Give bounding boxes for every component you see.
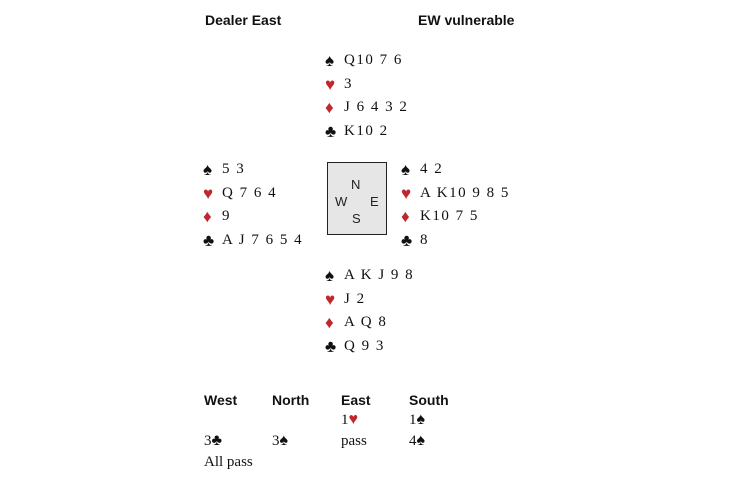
south-hearts-cards: J 2	[344, 290, 366, 307]
north-spades-cards: Q10 7 6	[344, 52, 403, 69]
auction-bid-east-1: 1♥	[341, 412, 358, 429]
north-clubs: ♣ K10 2	[325, 120, 408, 144]
west-hand: ♠ 5 3 ♥ Q 7 6 4 ♦ 9 ♣ A J 7 6 5 4	[203, 158, 303, 252]
north-spades: ♠ Q10 7 6	[325, 49, 408, 73]
heart-icon: ♥	[325, 74, 336, 94]
vulnerability-label: EW vulnerable	[418, 12, 515, 28]
compass-north: N	[351, 177, 361, 192]
west-spades-cards: 5 3	[222, 161, 246, 178]
east-diamonds-cards: K10 7 5	[420, 208, 479, 225]
club-icon: ♣	[203, 230, 215, 250]
south-spades: ♠ A K J 9 8	[325, 264, 414, 288]
east-hearts-cards: A K10 9 8 5	[420, 184, 510, 201]
west-hearts: ♥ Q 7 6 4	[203, 182, 303, 206]
south-clubs: ♣ Q 9 3	[325, 335, 414, 359]
heart-icon: ♥	[348, 411, 359, 428]
west-clubs: ♣ A J 7 6 5 4	[203, 229, 303, 253]
heart-icon: ♥	[401, 183, 412, 203]
auction-header-north: North	[272, 392, 310, 408]
east-diamonds: ♦ K10 7 5	[401, 205, 510, 229]
table-compass: N W E S	[327, 162, 387, 235]
north-diamonds: ♦ J 6 4 3 2	[325, 96, 408, 120]
auction-bid-south-1: 1♠	[409, 412, 425, 429]
bid-level: 3	[272, 433, 280, 449]
north-clubs-cards: K10 2	[344, 122, 389, 139]
west-diamonds: ♦ 9	[203, 205, 303, 229]
bid-level: 3	[204, 433, 212, 449]
diamond-icon: ♦	[401, 207, 410, 227]
compass-south: S	[352, 211, 361, 226]
club-icon: ♣	[325, 121, 337, 141]
east-hand: ♠ 4 2 ♥ A K10 9 8 5 ♦ K10 7 5 ♣ 8	[401, 158, 510, 252]
club-icon: ♣	[211, 432, 223, 449]
compass-west: W	[335, 194, 348, 209]
east-spades: ♠ 4 2	[401, 158, 510, 182]
auction-header-south: South	[409, 392, 449, 408]
south-hearts: ♥ J 2	[325, 288, 414, 312]
east-clubs: ♣ 8	[401, 229, 510, 253]
diamond-icon: ♦	[203, 207, 212, 227]
east-clubs-cards: 8	[420, 231, 429, 248]
auction-bid-east-2: pass	[341, 433, 367, 449]
club-icon: ♣	[401, 230, 413, 250]
auction-header-east: East	[341, 392, 371, 408]
west-spades: ♠ 5 3	[203, 158, 303, 182]
west-hearts-cards: Q 7 6 4	[222, 184, 278, 201]
bid-level: 4	[409, 433, 417, 449]
auction-bid-west-2: 3♣	[204, 433, 222, 450]
club-icon: ♣	[325, 336, 337, 356]
south-hand: ♠ A K J 9 8 ♥ J 2 ♦ A Q 8 ♣ Q 9 3	[325, 264, 414, 358]
auction-bid-west-3: All pass	[204, 454, 253, 470]
spade-icon: ♠	[401, 160, 411, 180]
south-diamonds: ♦ A Q 8	[325, 311, 414, 335]
dealer-label: Dealer East	[205, 12, 282, 28]
compass-east: E	[370, 194, 379, 209]
spade-icon: ♠	[325, 266, 335, 286]
south-clubs-cards: Q 9 3	[344, 337, 385, 354]
spade-icon: ♠	[203, 160, 213, 180]
north-hearts: ♥ 3	[325, 73, 408, 97]
diamond-icon: ♦	[325, 98, 334, 118]
bid-level: 1	[409, 412, 417, 428]
east-hearts: ♥ A K10 9 8 5	[401, 182, 510, 206]
spade-icon: ♠	[416, 432, 426, 449]
west-clubs-cards: A J 7 6 5 4	[222, 231, 304, 248]
bid-level: 1	[341, 412, 349, 428]
south-spades-cards: A K J 9 8	[344, 267, 415, 284]
spade-icon: ♠	[325, 51, 335, 71]
auction-bid-south-2: 4♠	[409, 433, 425, 450]
auction-bid-north-2: 3♠	[272, 433, 288, 450]
west-diamonds-cards: 9	[222, 208, 231, 225]
diamond-icon: ♦	[325, 313, 334, 333]
auction-header-west: West	[204, 392, 238, 408]
north-diamonds-cards: J 6 4 3 2	[344, 99, 409, 116]
spade-icon: ♠	[279, 432, 289, 449]
heart-icon: ♥	[203, 183, 214, 203]
east-spades-cards: 4 2	[420, 161, 444, 178]
spade-icon: ♠	[416, 411, 426, 428]
north-hearts-cards: 3	[344, 75, 353, 92]
north-hand: ♠ Q10 7 6 ♥ 3 ♦ J 6 4 3 2 ♣ K10 2	[325, 49, 408, 143]
south-diamonds-cards: A Q 8	[344, 314, 388, 331]
heart-icon: ♥	[325, 289, 336, 309]
